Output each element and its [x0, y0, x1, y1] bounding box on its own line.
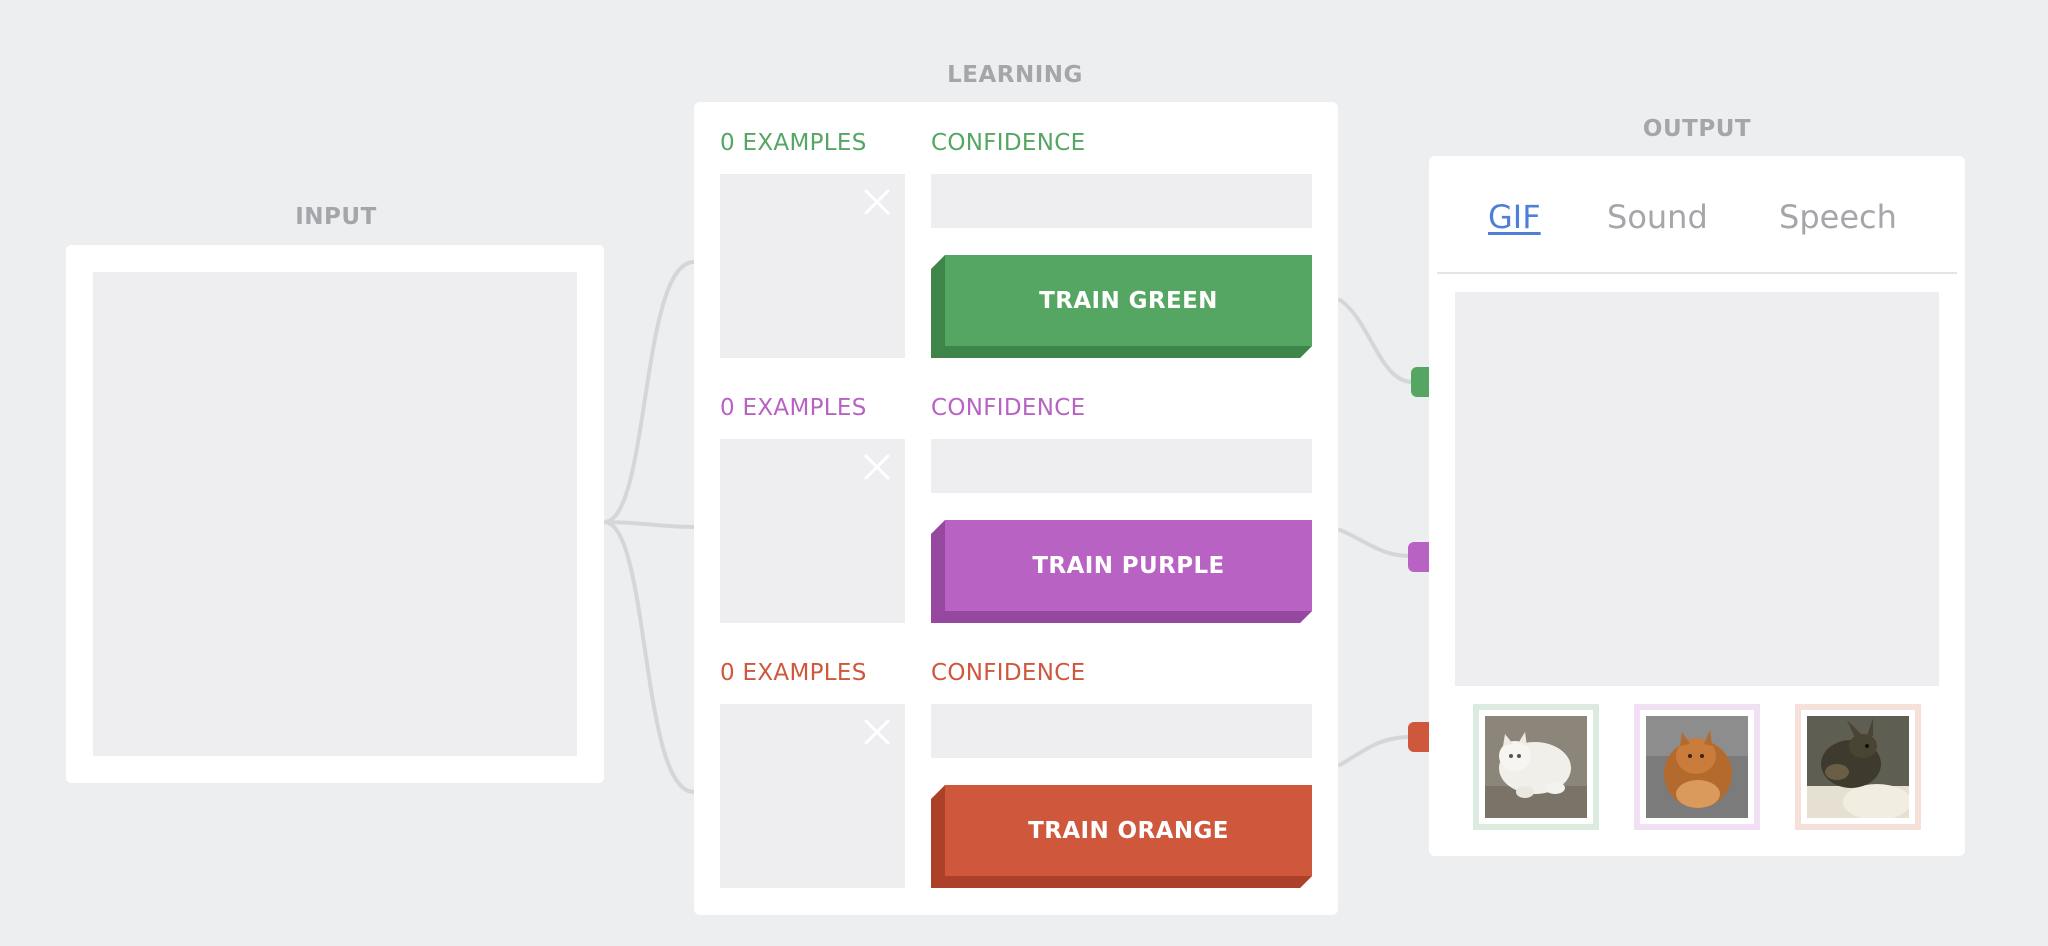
train-purple-button[interactable]: TRAIN PURPLE	[931, 520, 1312, 623]
train-green-button[interactable]: TRAIN GREEN	[931, 255, 1312, 358]
train-purple-label: TRAIN PURPLE	[1032, 552, 1225, 579]
tab-speech[interactable]: Speech	[1779, 198, 1897, 236]
examples-preview-green	[720, 174, 905, 358]
class-row-green: 0 EXAMPLES CONFIDENCE TRAIN GREEN	[720, 102, 1312, 358]
wire-orange-output	[1338, 735, 1412, 767]
confidence-bar-green	[931, 174, 1312, 228]
examples-preview-purple	[720, 439, 905, 623]
wire-green-output	[1338, 298, 1414, 384]
confidence-label-green: CONFIDENCE	[931, 130, 1086, 156]
output-marker-purple	[1408, 542, 1432, 572]
output-panel: GIF Sound Speech	[1429, 156, 1965, 856]
thumbnail-orange-dark-rabbit[interactable]	[1795, 704, 1921, 830]
class-row-orange: 0 EXAMPLES CONFIDENCE TRAIN ORANGE	[720, 632, 1312, 888]
wire-input-green	[602, 260, 696, 524]
webcam-feed	[93, 272, 577, 756]
output-tabs: GIF Sound Speech	[1437, 156, 1957, 274]
close-icon[interactable]	[863, 718, 891, 746]
thumbnail-green-white-cat[interactable]	[1473, 704, 1599, 830]
output-gif-preview	[1455, 292, 1939, 686]
confidence-bar-purple	[931, 439, 1312, 493]
input-panel	[66, 245, 604, 783]
examples-count-orange: 0 EXAMPLES	[720, 660, 867, 686]
train-orange-label: TRAIN ORANGE	[1028, 817, 1229, 844]
orange-cat-image	[1646, 716, 1748, 818]
wire-purple-output	[1338, 528, 1412, 558]
learning-title: LEARNING	[947, 62, 1083, 88]
wire-input-orange	[602, 520, 696, 794]
tab-gif[interactable]: GIF	[1488, 198, 1541, 236]
confidence-bar-orange	[931, 704, 1312, 758]
close-icon[interactable]	[863, 453, 891, 481]
learning-panel: 0 EXAMPLES CONFIDENCE TRAIN GREEN 0 EXAM…	[694, 102, 1338, 915]
examples-preview-orange	[720, 704, 905, 888]
input-title: INPUT	[295, 204, 377, 230]
output-title: OUTPUT	[1642, 116, 1752, 142]
output-marker-orange	[1408, 722, 1432, 752]
train-orange-button[interactable]: TRAIN ORANGE	[931, 785, 1312, 888]
wire-input-purple	[602, 520, 696, 529]
confidence-label-orange: CONFIDENCE	[931, 660, 1086, 686]
dark-rabbit-image	[1807, 716, 1909, 818]
close-icon[interactable]	[863, 188, 891, 216]
examples-count-purple: 0 EXAMPLES	[720, 395, 867, 421]
examples-count-green: 0 EXAMPLES	[720, 130, 867, 156]
class-row-purple: 0 EXAMPLES CONFIDENCE TRAIN PURPLE	[720, 367, 1312, 623]
white-cat-image	[1485, 716, 1587, 818]
thumbnail-purple-orange-cat[interactable]	[1634, 704, 1760, 830]
confidence-label-purple: CONFIDENCE	[931, 395, 1086, 421]
tab-sound[interactable]: Sound	[1607, 198, 1708, 236]
train-green-label: TRAIN GREEN	[1039, 287, 1218, 314]
